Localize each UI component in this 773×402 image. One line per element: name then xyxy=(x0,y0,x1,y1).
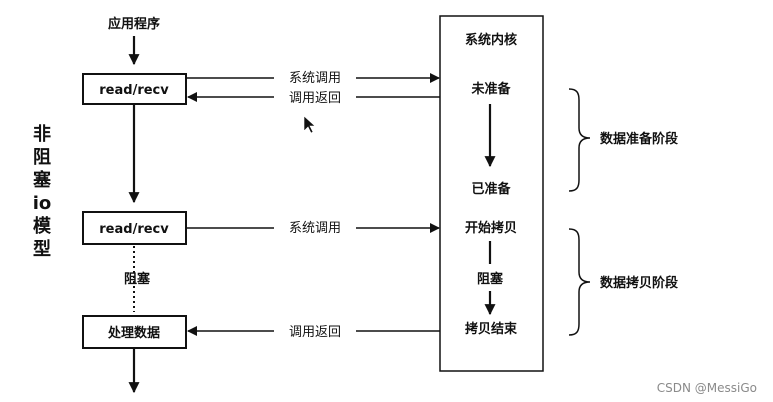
app-blocked-label: 阻塞 xyxy=(124,271,151,287)
process-data-box-label: 处理数据 xyxy=(107,325,160,341)
kernel-copy-end: 拷贝结束 xyxy=(465,321,518,337)
kernel-copy-start: 开始拷贝 xyxy=(465,220,517,236)
side-title-char: io xyxy=(33,193,52,214)
side-title-char: 塞 xyxy=(33,169,52,191)
mouse-cursor-icon xyxy=(303,115,316,134)
kernel-blocked: 阻塞 xyxy=(477,271,504,287)
side-title-char: 阻 xyxy=(33,147,51,168)
syscall-label-2-bg xyxy=(274,219,356,237)
return-label-2-bg xyxy=(274,322,356,340)
app-title: 应用程序 xyxy=(108,16,160,32)
return-label-1: 调用返回 xyxy=(289,91,341,106)
kernel-title: 系统内核 xyxy=(465,32,517,48)
side-title: 非 阻 塞 io 模 型 xyxy=(33,123,52,260)
copy-phase-brace xyxy=(568,228,591,336)
side-title-char: 型 xyxy=(33,238,51,260)
syscall-label-2: 系统调用 xyxy=(289,221,341,236)
side-title-char: 非 xyxy=(33,123,51,145)
copy-phase-label: 数据拷贝阶段 xyxy=(600,275,678,291)
kernel-ready: 已准备 xyxy=(471,181,511,197)
read-recv-box-2-label: read/recv xyxy=(99,222,169,237)
syscall-label-1: 系统调用 xyxy=(289,71,341,86)
prepare-phase-label: 数据准备阶段 xyxy=(600,131,678,147)
syscall-label-1-bg xyxy=(274,69,356,87)
return-label-1-bg xyxy=(274,88,356,106)
kernel-not-ready: 未准备 xyxy=(470,81,511,97)
side-title-char: 模 xyxy=(33,215,52,237)
return-label-2: 调用返回 xyxy=(289,325,341,340)
process-data-box xyxy=(82,315,187,349)
prepare-phase-brace xyxy=(568,88,591,192)
read-recv-box-1-label: read/recv xyxy=(99,83,169,98)
watermark: CSDN @MessiGo xyxy=(657,381,757,395)
